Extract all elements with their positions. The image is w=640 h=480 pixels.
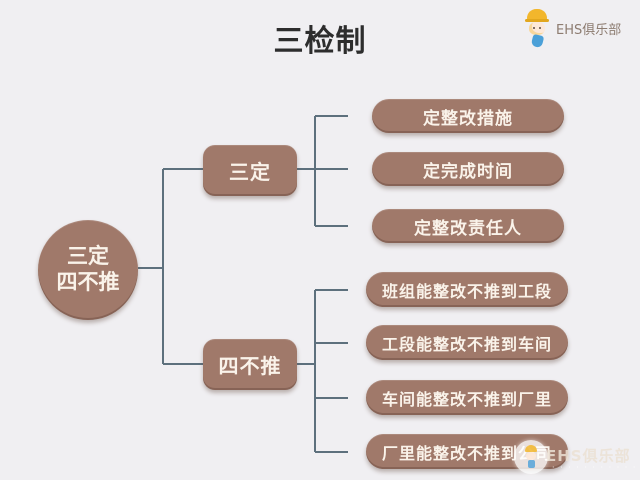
leaf-node: 车间能整改不推到厂里: [366, 380, 568, 415]
leaf-node-label: 工段能整改不推到车间: [381, 334, 552, 354]
watermark-fine-print: · · · · · · · · · · · · ·: [552, 463, 640, 472]
leaf-node-label: 车间能整改不推到厂里: [381, 389, 552, 409]
watermark-helmet-icon-part: [525, 445, 537, 452]
root-node-label-line1: 三定: [67, 244, 109, 269]
leaf-node: 定整改责任人: [372, 209, 564, 243]
page-title: 三检制: [273, 24, 367, 59]
root-node-label-line2: 四不推: [56, 270, 120, 294]
helmet-icon-part: [527, 9, 547, 20]
leaf-node-label: 定整改责任人: [414, 218, 522, 239]
leaf-node-label: 定整改措施: [423, 108, 513, 129]
helmet-brim-icon-part: [525, 19, 549, 22]
brand-name: EHS俱乐部: [556, 22, 622, 38]
mascot-icon: [524, 8, 550, 49]
mascot-eyes-icon-part: [533, 27, 535, 29]
leaf-node: 定完成时间: [372, 152, 564, 186]
branch-node-sibutui: 四不推: [203, 339, 297, 390]
brand-logo: EHS俱乐部: [524, 7, 634, 49]
watermark-face-icon-part: [526, 452, 536, 460]
branch-node-sanding: 三定: [203, 145, 297, 196]
root-node: 三定 四不推: [38, 220, 138, 320]
branch-node-label: 四不推: [218, 354, 282, 378]
watermark-body-icon-part: [528, 460, 535, 468]
leaf-node: 工段能整改不推到车间: [366, 325, 568, 360]
branch-node-label: 三定: [229, 160, 271, 184]
mascot-body-icon-part: [530, 33, 545, 49]
watermark-brand-text: EHS俱乐部: [546, 447, 631, 465]
mascot-face-icon-part: [529, 22, 545, 35]
watermark-mascot-icon: [514, 440, 548, 474]
leaf-node-label: 厂里能整改不推到公司: [381, 443, 552, 463]
leaf-node-label: 班组能整改不推到工段: [381, 281, 552, 301]
leaf-node: 班组能整改不推到工段: [366, 272, 568, 307]
leaf-node-label: 定完成时间: [423, 161, 513, 182]
leaf-node: 定整改措施: [372, 99, 564, 133]
